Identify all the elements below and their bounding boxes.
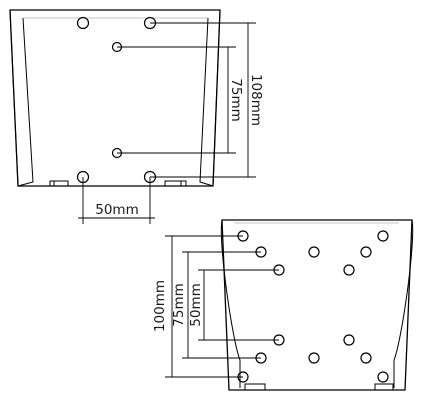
top-bracket (9, 9, 256, 224)
bottom-dimension-lines (165, 235, 279, 378)
mount-hole (360, 352, 372, 364)
dim-label-75mm-bottom: 75mm (171, 283, 187, 326)
dim-label-50mm-bottom: 50mm (188, 283, 204, 326)
top-dimension-lines (78, 22, 256, 224)
mount-hole (377, 230, 389, 242)
mount-hole (377, 371, 389, 383)
bottom-bracket (165, 219, 414, 391)
dim-label-100mm: 100mm (152, 280, 168, 332)
mount-hole (76, 16, 90, 30)
mount-hole (343, 264, 355, 276)
top-bracket-plate (9, 9, 221, 187)
bottom-bracket-plate (220, 219, 414, 391)
dim-label-50mm-top: 50mm (95, 202, 138, 218)
dim-label-75mm-top: 75mm (228, 78, 244, 121)
mount-hole (308, 352, 320, 364)
mount-hole (360, 246, 372, 258)
mount-hole (308, 246, 320, 258)
mount-hole (343, 334, 355, 346)
dim-label-108mm: 108mm (248, 74, 264, 126)
